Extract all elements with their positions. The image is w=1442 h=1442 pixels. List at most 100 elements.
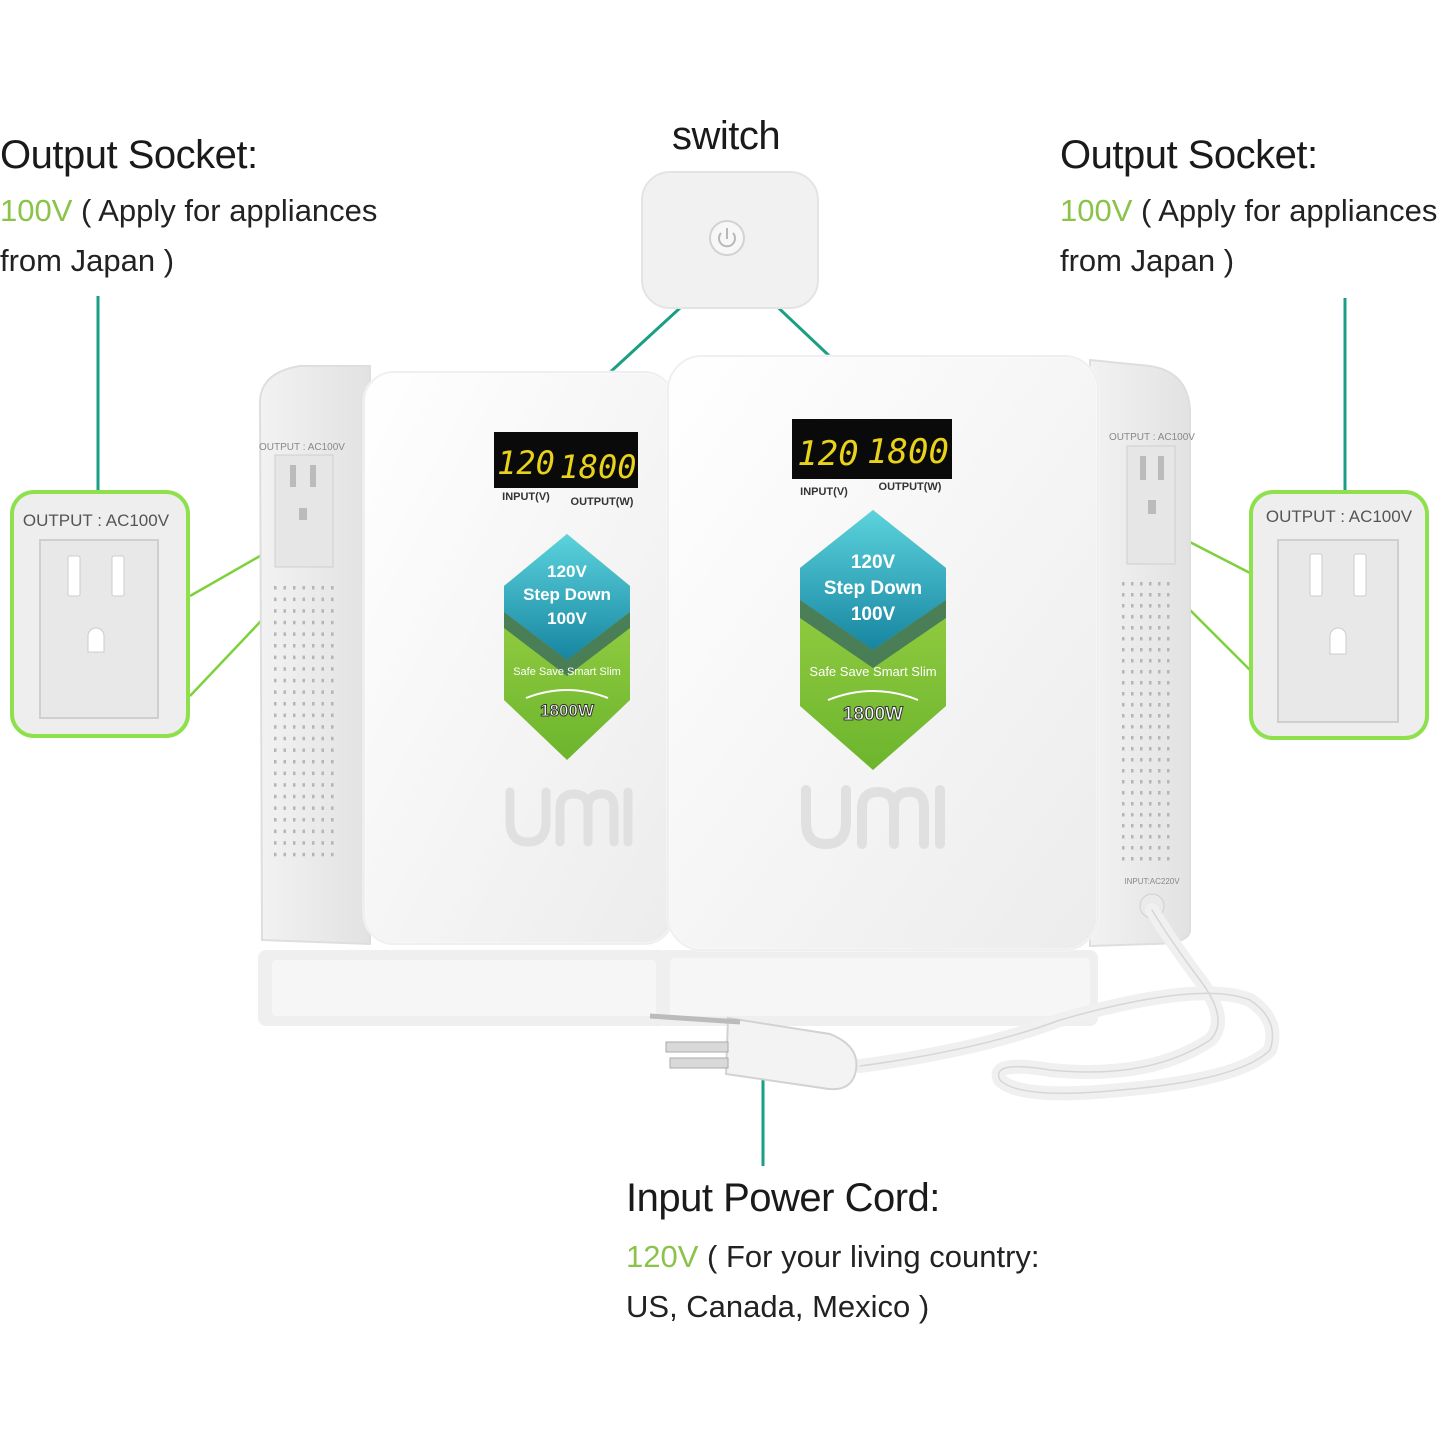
vent-dot	[1131, 846, 1134, 850]
vent-dot	[1131, 615, 1134, 619]
vent-dot	[312, 597, 315, 602]
vent-dot	[274, 620, 277, 625]
vent-dot	[293, 852, 296, 857]
device-left-badge: 120V Step Down 100V Safe Save Smart Slim…	[504, 534, 630, 760]
vent-dot	[283, 748, 286, 752]
vent-dot	[331, 783, 334, 787]
vent-dot	[1140, 725, 1143, 729]
vent-dot	[1131, 725, 1134, 729]
bottom-callout-desc-line2: US, Canada, Mexico )	[626, 1289, 930, 1324]
vent-dot	[331, 852, 334, 857]
vent-dot	[293, 748, 296, 752]
vent-dot	[1131, 791, 1134, 795]
vent-dot	[321, 818, 324, 822]
bottom-callout-voltage: 120V	[626, 1239, 699, 1274]
switch-callout-title: switch	[672, 114, 781, 158]
vent-dot	[1158, 604, 1161, 608]
vent-dot	[293, 806, 296, 810]
vent-dot	[1167, 615, 1170, 619]
left-callout-desc-line1: ( Apply for appliances	[72, 193, 378, 228]
vent-dot	[312, 655, 315, 660]
vent-dot	[1131, 780, 1134, 784]
device-right-input-label-side: INPUT:AC220V	[1124, 877, 1180, 886]
vent-dot	[1167, 824, 1170, 828]
vent-dot	[312, 586, 315, 590]
vent-dot	[274, 841, 277, 845]
vent-dot	[1149, 736, 1152, 740]
device-left-input-label: INPUT(V)	[502, 491, 550, 503]
vent-dot	[1131, 824, 1134, 828]
vent-dot	[1131, 802, 1134, 806]
vent-dot	[1149, 835, 1152, 839]
device-right-badge-tagline: Safe Save Smart Slim	[809, 664, 936, 679]
device-right-display-input: 120	[797, 434, 858, 474]
vent-dot	[1140, 681, 1143, 685]
vent-dot	[321, 586, 324, 590]
vent-dot	[321, 794, 324, 799]
vent-dot	[321, 713, 324, 718]
vent-dot	[312, 818, 315, 822]
vent-dot	[1158, 758, 1161, 762]
vent-dot	[331, 748, 334, 752]
vent-dot	[274, 806, 277, 810]
device-right-display	[792, 419, 952, 479]
vent-dot	[312, 841, 315, 845]
vent-dot	[302, 702, 305, 706]
vent-dot	[312, 748, 315, 752]
power-cord	[853, 903, 1280, 1101]
vent-dot	[1140, 714, 1143, 718]
vent-dot	[274, 829, 277, 834]
vent-dot	[293, 725, 296, 729]
device-left-side-label: OUTPUT : AC100V	[259, 442, 345, 453]
vent-dot	[1131, 659, 1134, 663]
vent-dot	[283, 644, 286, 648]
device-left-output-label: OUTPUT(W)	[571, 496, 634, 508]
vent-dot	[331, 829, 334, 834]
vent-dot	[1167, 736, 1170, 740]
vent-dot	[283, 736, 286, 741]
device-right-side-label: OUTPUT : AC100V	[1109, 432, 1195, 443]
vent-dot	[274, 713, 277, 718]
vent-dot	[321, 667, 324, 671]
vent-dot	[331, 620, 334, 625]
vent-dot	[1131, 758, 1134, 762]
vent-dot	[283, 783, 286, 787]
vent-dot	[1149, 604, 1152, 608]
vent-dot	[283, 597, 286, 602]
vent-dot	[274, 725, 277, 729]
vent-dot	[1140, 659, 1143, 663]
vent-dot	[1167, 802, 1170, 806]
vent-dot	[321, 736, 324, 741]
vent-dot	[321, 609, 324, 613]
vent-dot	[1140, 813, 1143, 817]
vent-dot	[321, 748, 324, 752]
vent-dot	[321, 644, 324, 648]
vent-dot	[1131, 703, 1134, 707]
device-left-display-output: 1800	[559, 448, 636, 486]
device-right-badge-line3: 100V	[851, 604, 896, 625]
vent-dot	[274, 644, 277, 648]
switch-zoom-card[interactable]	[641, 171, 819, 309]
vent-dot	[312, 783, 315, 787]
vent-dot	[1149, 747, 1152, 751]
left-socket-label: OUTPUT : AC100V	[23, 511, 170, 530]
vent-dot	[283, 760, 286, 764]
right-callout-desc: 100V ( Apply for appliances from Japan )	[1060, 186, 1437, 286]
vent-dot	[283, 771, 286, 776]
bottom-callout-desc-line1: ( For your living country:	[698, 1239, 1040, 1274]
vent-dot	[1122, 593, 1125, 597]
vent-dot	[302, 678, 305, 683]
vent-dot	[302, 713, 305, 718]
vent-dot	[1140, 637, 1143, 641]
vent-dot	[293, 794, 296, 799]
left-callout-desc: 100V ( Apply for appliances from Japan )	[0, 186, 377, 286]
vent-dot	[321, 852, 324, 857]
vent-dot	[312, 736, 315, 741]
vent-dot	[1122, 615, 1125, 619]
vent-dot	[1122, 835, 1125, 839]
vent-dot	[1131, 593, 1134, 597]
vent-dot	[1140, 846, 1143, 850]
vent-dot	[331, 794, 334, 799]
vent-dot	[1167, 659, 1170, 663]
vent-dot	[1158, 857, 1161, 861]
